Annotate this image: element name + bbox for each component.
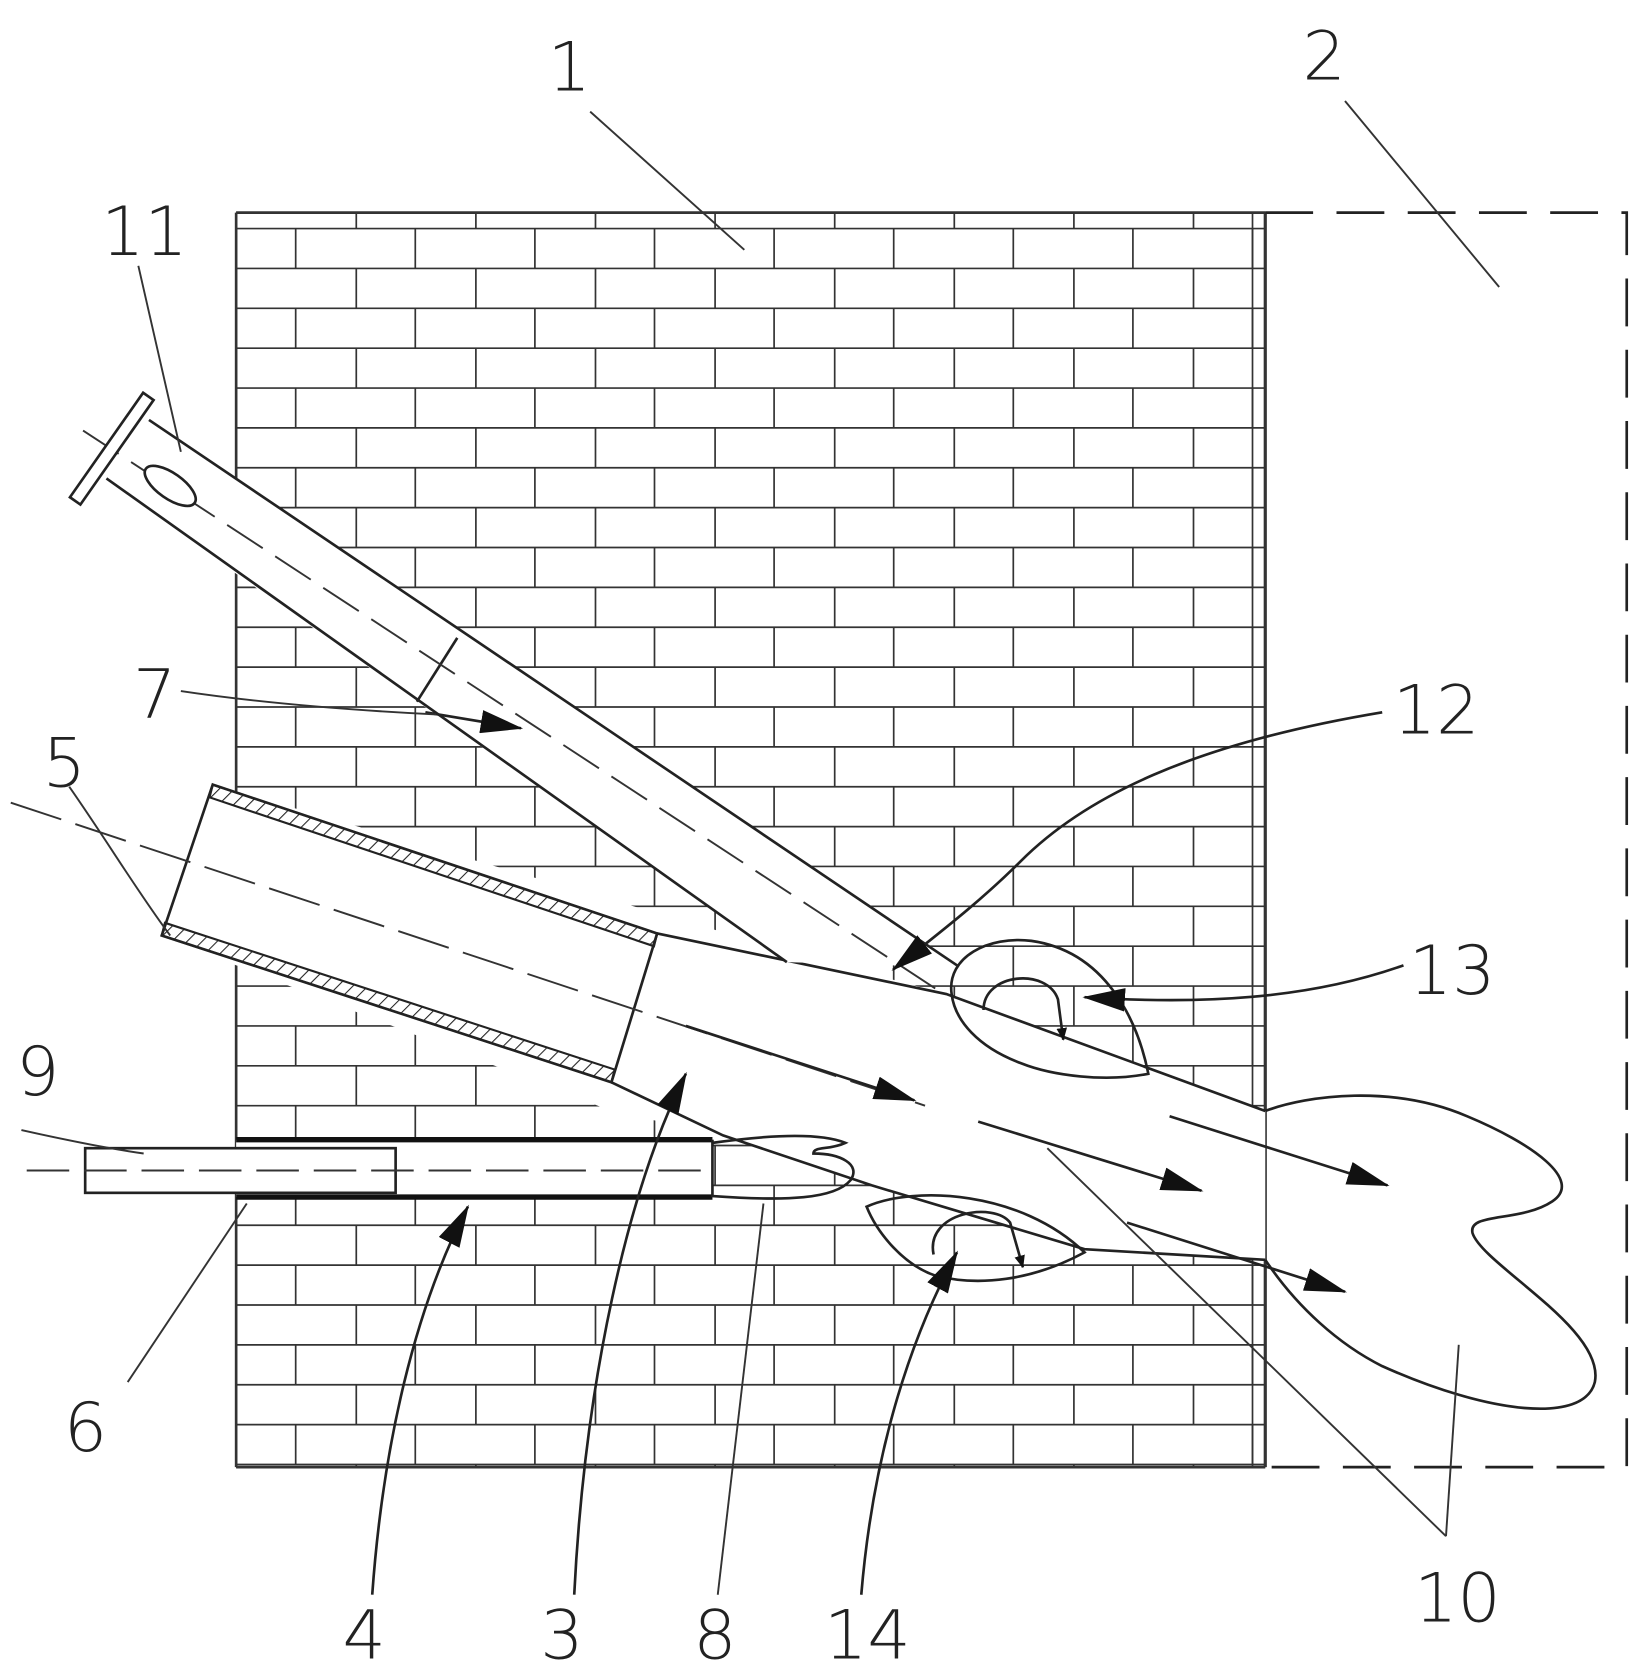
gas-pipe <box>26 1137 714 1200</box>
label-11: 11 <box>101 193 188 272</box>
label-12: 12 <box>1393 672 1480 751</box>
label-13: 13 <box>1409 932 1496 1011</box>
label-1: 1 <box>548 28 591 107</box>
furnace-boundary <box>1265 211 1629 1469</box>
label-5: 5 <box>43 725 86 804</box>
label-9: 9 <box>16 1033 59 1112</box>
label-14: 14 <box>824 1596 911 1667</box>
oblique-pipe <box>68 390 963 990</box>
upper-vortex <box>949 938 1150 1079</box>
label-7: 7 <box>133 656 176 735</box>
flange <box>68 390 156 507</box>
burner-pipe <box>10 782 926 1107</box>
lower-vortex <box>864 1194 1087 1283</box>
small-flame <box>712 1134 855 1200</box>
label-4: 4 <box>342 1596 385 1667</box>
sight-hole <box>143 464 198 508</box>
label-3: 3 <box>540 1596 583 1667</box>
label-10: 10 <box>1414 1559 1501 1638</box>
flow-arrows <box>425 710 1390 1293</box>
label-2: 2 <box>1302 18 1345 97</box>
label-6: 6 <box>64 1389 107 1468</box>
reference-numerals: 1 2 11 7 5 12 13 9 6 4 3 8 14 10 <box>16 18 1501 1667</box>
leader-lines <box>21 100 1500 1595</box>
label-8: 8 <box>693 1596 736 1667</box>
main-flame <box>1264 1094 1597 1411</box>
